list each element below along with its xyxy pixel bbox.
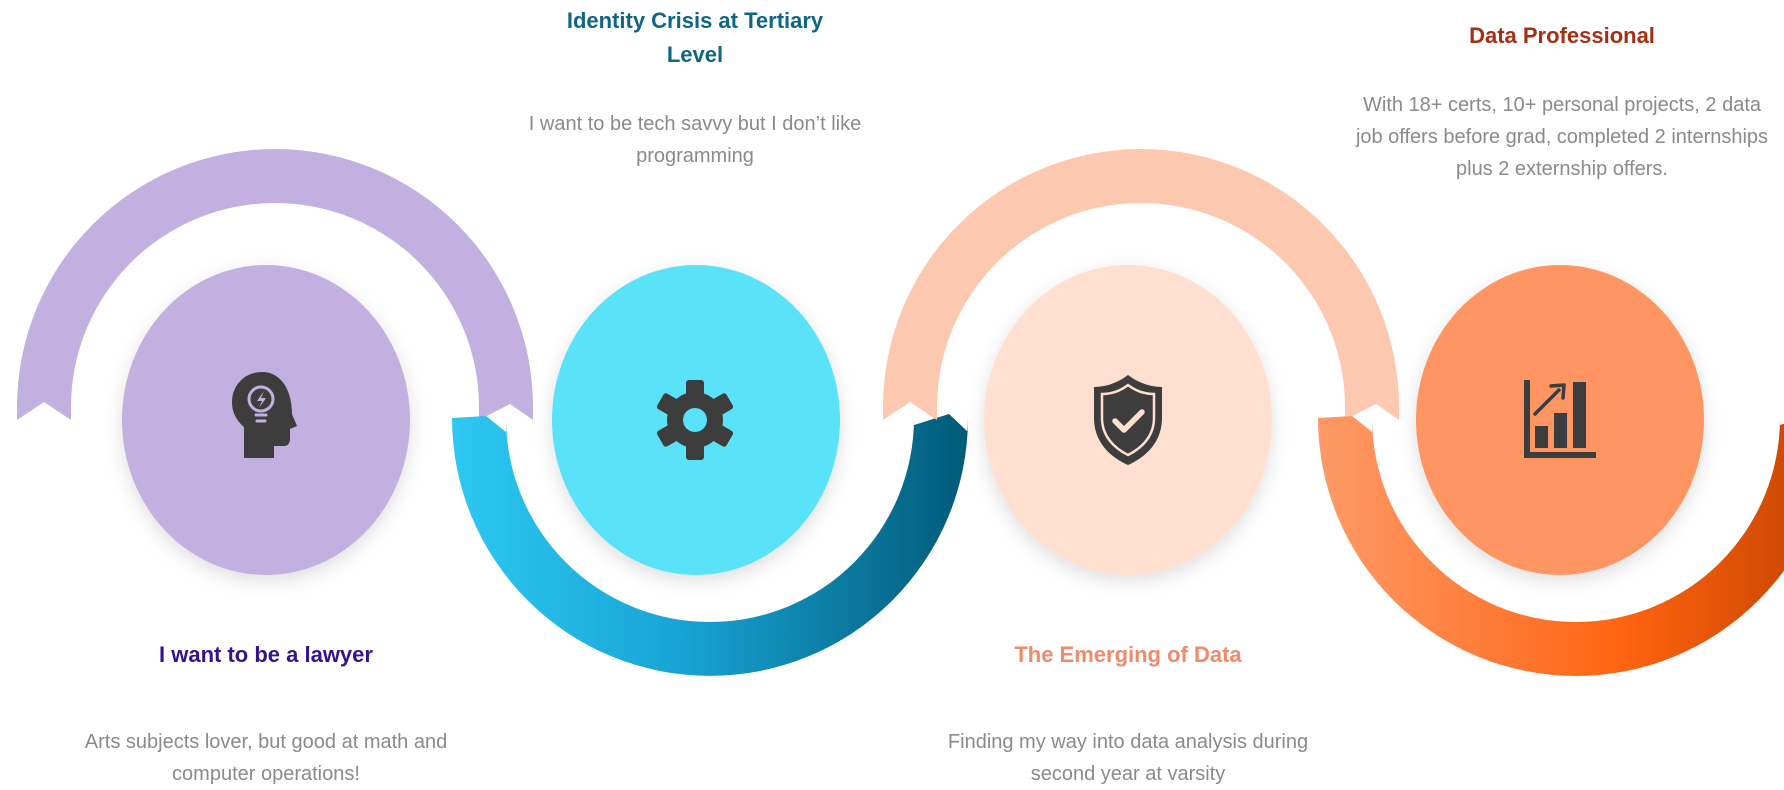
step-4-title: Data Professional bbox=[1469, 23, 1655, 48]
connector-arc-2 bbox=[452, 414, 968, 676]
connector-arc-4 bbox=[1318, 416, 1784, 676]
step-1-title: I want to be a lawyer bbox=[159, 642, 373, 667]
step-2-text: Identity Crisis at Tertiary Level I want… bbox=[500, 4, 890, 172]
step-4-text: Data Professional With 18+ certs, 10+ pe… bbox=[1352, 19, 1772, 185]
step-1-text: I want to be a lawyer Arts subjects love… bbox=[46, 638, 486, 790]
shield-check-icon bbox=[1094, 375, 1162, 465]
step-2-description: I want to be tech savvy but I don’t like… bbox=[528, 113, 862, 167]
step-3-description: Finding my way into data analysis during… bbox=[947, 731, 1309, 785]
bar-chart-growth-icon bbox=[1524, 380, 1596, 458]
step-4-description: With 18+ certs, 10+ personal projects, 2… bbox=[1355, 94, 1769, 180]
step-3-text: The Emerging of Data Finding my way into… bbox=[908, 638, 1348, 790]
step-1-description: Arts subjects lover, but good at math an… bbox=[84, 731, 448, 785]
lightbulb-head-icon bbox=[232, 372, 297, 458]
step-2-title: Identity Crisis at Tertiary Level bbox=[566, 8, 824, 67]
connector-arc-3 bbox=[883, 149, 1399, 420]
connector-arc-1 bbox=[17, 149, 533, 420]
step-3-title: The Emerging of Data bbox=[1014, 642, 1242, 667]
gear-icon bbox=[656, 380, 734, 460]
